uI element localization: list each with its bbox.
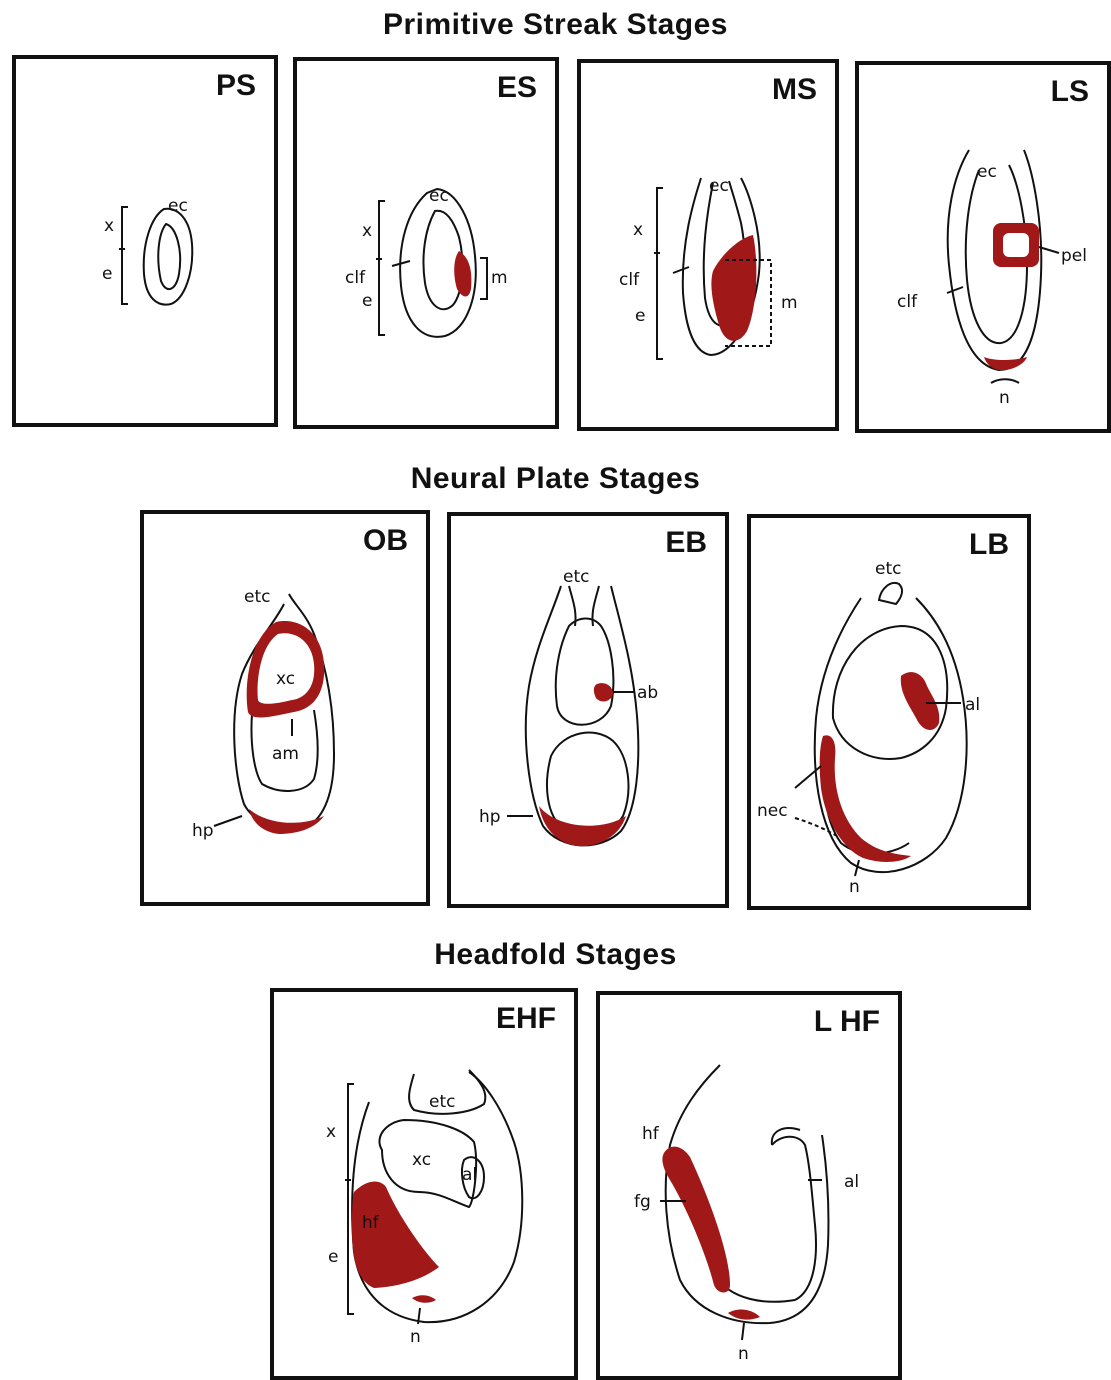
es-label-ec: ec <box>429 186 449 206</box>
ls-label-pel: pel <box>1061 246 1087 266</box>
ls-label-n: n <box>999 388 1010 408</box>
eb-label-hp: hp <box>479 807 501 827</box>
panel-eb: EB etc ab hp <box>447 512 729 908</box>
lhf-embryo-drawing: hf fg al n <box>600 995 898 1376</box>
lb-label-nec: nec <box>757 801 788 821</box>
heading-neural-plate: Neural Plate Stages <box>0 462 1111 496</box>
ps-label-e: e <box>102 264 112 284</box>
panel-lhf: L HF hf fg al n <box>596 991 902 1380</box>
ps-embryo-drawing: x e ec <box>16 59 274 423</box>
eb-label-etc: etc <box>563 567 589 587</box>
panel-es: ES x e ec clf m <box>293 57 559 429</box>
lb-label-n: n <box>849 877 860 897</box>
ehf-label-x: x <box>326 1122 336 1142</box>
ls-embryo-drawing: ec clf pel n <box>859 65 1107 429</box>
es-label-m: m <box>491 268 508 288</box>
ms-embryo-drawing: x e ec clf m <box>581 63 835 427</box>
ms-label-m: m <box>781 293 798 313</box>
ob-label-hp: hp <box>192 821 214 841</box>
ls-label-clf: clf <box>897 292 918 312</box>
ps-label-ec: ec <box>168 196 188 216</box>
lb-embryo-drawing: etc al nec n <box>751 518 1027 906</box>
ob-label-xc: xc <box>276 669 295 689</box>
ob-label-am: am <box>272 744 299 764</box>
eb-label-ab: ab <box>637 683 658 703</box>
es-embryo-drawing: x e ec clf m <box>297 61 555 425</box>
ehf-label-e: e <box>328 1247 338 1267</box>
ehf-label-etc: etc <box>429 1092 455 1112</box>
ehf-label-n: n <box>410 1327 421 1347</box>
ob-embryo-drawing: etc xc am hp <box>144 514 426 902</box>
lb-label-etc: etc <box>875 559 901 579</box>
heading-headfold: Headfold Stages <box>0 938 1111 972</box>
panel-ob: OB etc xc am hp <box>140 510 430 906</box>
es-label-clf: clf <box>345 268 366 288</box>
ps-label-x: x <box>104 216 114 236</box>
lhf-label-al: al <box>844 1172 859 1192</box>
panel-ms: MS x e ec clf m <box>577 59 839 431</box>
panel-ps: PS x e ec <box>12 55 278 427</box>
lhf-label-hf: hf <box>642 1124 660 1144</box>
panel-ehf: EHF x e etc xc al hf n <box>270 988 578 1380</box>
heading-primitive-streak: Primitive Streak Stages <box>0 8 1111 42</box>
ehf-label-hf: hf <box>362 1213 380 1233</box>
ms-label-e: e <box>635 306 645 326</box>
lhf-label-n: n <box>738 1344 749 1364</box>
es-label-e: e <box>362 291 372 311</box>
eb-embryo-drawing: etc ab hp <box>451 516 725 904</box>
ehf-label-xc: xc <box>412 1150 431 1170</box>
ms-label-x: x <box>633 220 643 240</box>
ms-label-clf: clf <box>619 270 640 290</box>
ehf-label-al: al <box>462 1165 477 1185</box>
ob-label-etc: etc <box>244 587 270 607</box>
ms-label-ec: ec <box>709 176 729 196</box>
ls-label-ec: ec <box>977 162 997 182</box>
es-label-x: x <box>362 221 372 241</box>
lb-label-al: al <box>965 695 980 715</box>
lhf-label-fg: fg <box>634 1192 651 1212</box>
ehf-embryo-drawing: x e etc xc al hf n <box>274 992 574 1376</box>
panel-lb: LB etc al nec n <box>747 514 1031 910</box>
panel-ls: LS ec clf pel n <box>855 61 1111 433</box>
